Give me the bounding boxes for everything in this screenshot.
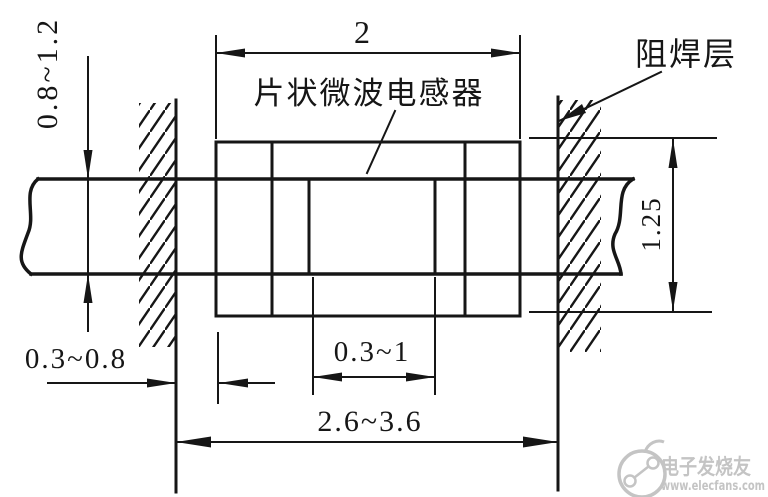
dim-pad-gap: 0.3~1 (312, 277, 436, 395)
arrow-right-icon (147, 378, 176, 388)
watermark-logo-dot (646, 456, 660, 470)
dim-mask-gap-value: 0.3~0.8 (25, 343, 127, 375)
solder-mask-label: 阻焊层 (635, 36, 737, 72)
dim-right-component-width: 1.25 (529, 137, 717, 313)
left-pad (174, 177, 311, 276)
component-label: 片状微波电感器 (254, 76, 485, 111)
watermark-logo-bar (633, 465, 650, 479)
watermark: 电子发烧友 www.elecfans.com (617, 439, 765, 497)
dim-left-value: 0.8~1.2 (31, 17, 64, 129)
leader-arrow-icon (559, 104, 586, 121)
dim-total-value: 2.6~3.6 (317, 405, 422, 438)
chip-inductor-outline (214, 140, 522, 318)
component-body (214, 140, 522, 318)
arrow-up-icon (668, 139, 678, 168)
right-mask-hatching (559, 100, 601, 352)
component-label-leader (365, 109, 397, 175)
left-mask-hatching (139, 103, 176, 347)
dim-top-length: 2 (215, 14, 521, 139)
strip-left-break (19, 176, 41, 277)
right-pad (433, 177, 560, 276)
dim-total-span: 2.6~3.6 (175, 405, 559, 448)
dim-top-value: 2 (354, 14, 370, 50)
arrow-right-icon (406, 372, 435, 382)
component-label-group: 片状微波电感器 (254, 76, 485, 175)
arrow-up-icon (83, 274, 93, 303)
watermark-logo-dot (623, 474, 637, 488)
arrow-down-icon (83, 150, 93, 179)
strip-right-break (611, 176, 636, 276)
pcb-trace-strip (19, 176, 636, 277)
dim-pad-gap-value: 0.3~1 (334, 336, 410, 368)
arrow-left-icon (219, 378, 248, 388)
arrow-left-icon (216, 48, 245, 58)
solder-mask-label-group: 阻焊层 (557, 36, 737, 123)
arrow-down-icon (668, 282, 678, 311)
watermark-logo-sprout (643, 439, 665, 453)
dim-right-value: 1.25 (636, 196, 666, 251)
arrow-left-icon (313, 372, 342, 382)
dim-mask-gap: 0.3~0.8 (25, 332, 275, 404)
dim-left-pad-width: 0.8~1.2 (31, 17, 93, 332)
arrow-right-icon (491, 48, 520, 58)
watermark-site: www.elecfans.com (661, 478, 765, 494)
arrow-left-icon (176, 436, 211, 448)
watermark-brand: 电子发烧友 (661, 455, 751, 479)
watermark-logo-icon (617, 449, 667, 497)
arrow-right-icon (523, 436, 558, 448)
solder-pads (174, 177, 560, 276)
solder-mask-boundaries (139, 95, 601, 494)
